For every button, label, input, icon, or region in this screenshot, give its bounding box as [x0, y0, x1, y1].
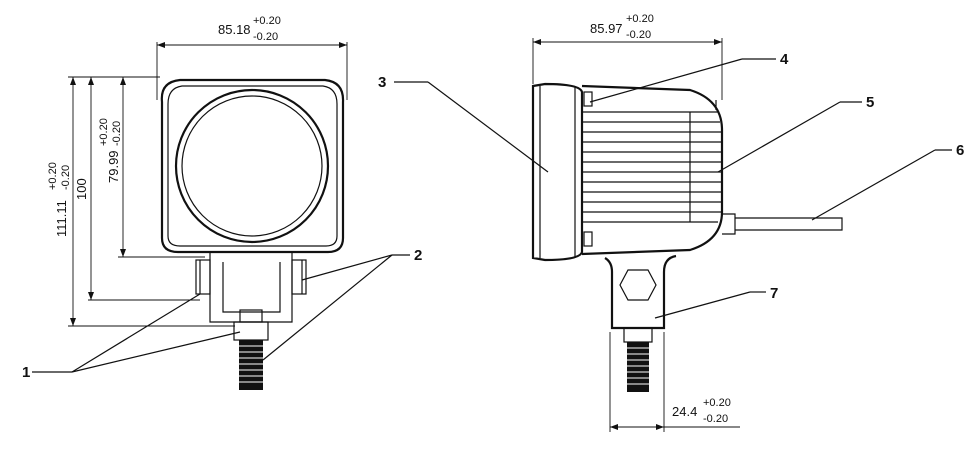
- side-mount-hex: [619, 269, 657, 301]
- side-mount-dimension: [609, 332, 740, 432]
- front-height-mid-value: 100: [74, 178, 89, 200]
- front-width-dimension: [156, 42, 348, 100]
- side-screw-top: [583, 91, 593, 107]
- side-mount-nut: [623, 327, 653, 343]
- front-width-tol-plus: +0.20: [253, 15, 281, 27]
- front-bolt-right: [291, 259, 307, 295]
- callout-3-leader: [394, 81, 549, 173]
- front-threaded-stud: [239, 340, 263, 390]
- callout-2-leader: [262, 254, 410, 361]
- side-screw-bottom: [583, 231, 593, 247]
- callout-7-leader: [654, 291, 766, 319]
- side-mount-tol-minus: -0.20: [703, 413, 728, 425]
- callout-2-label: 2: [414, 247, 422, 264]
- front-height-lens-tol-plus: +0.20: [98, 118, 110, 146]
- front-bracket-inner: [222, 262, 281, 313]
- side-depth-tol-minus: -0.20: [626, 29, 651, 41]
- front-housing: [160, 78, 345, 254]
- front-height-total-tol-plus: +0.20: [47, 162, 59, 190]
- front-height-lens-value: 79.99: [106, 150, 121, 183]
- side-heatsink-body: [581, 84, 724, 256]
- front-width-tol-minus: -0.20: [253, 31, 278, 43]
- callout-3-label: 3: [378, 74, 386, 91]
- front-height-lens-tol-minus: -0.20: [111, 121, 123, 146]
- front-lens-outer: [174, 88, 330, 244]
- side-threaded-stud: [627, 342, 649, 392]
- callout-5-label: 5: [866, 94, 874, 111]
- front-bolt-left: [195, 259, 211, 295]
- side-cable: [722, 213, 736, 235]
- side-mount-tol-plus: +0.20: [703, 397, 731, 409]
- callout-5-leader: [717, 101, 862, 173]
- front-view: 85.18 +0.20 -0.20 111.11 +0.20 -0.20 100…: [22, 15, 422, 390]
- side-depth-value: 85.97: [590, 21, 623, 36]
- side-view: 85.97 +0.20 -0.20 24.4 +0.20 -0.20 3 4: [378, 13, 964, 432]
- front-height-total-tol-minus: -0.20: [60, 165, 72, 190]
- front-bottom-nut: [233, 321, 269, 341]
- side-mount-bracket: [604, 254, 677, 330]
- callout-4-label: 4: [780, 51, 789, 68]
- front-washer: [239, 309, 263, 323]
- callout-1-label: 1: [22, 364, 30, 381]
- front-housing-inner: [167, 85, 338, 247]
- front-height-total-value: 111.11: [54, 200, 69, 237]
- callout-1-leader: [32, 293, 241, 373]
- front-width-value: 85.18: [218, 22, 251, 37]
- front-height-dimensions: [68, 76, 235, 327]
- callout-7-label: 7: [770, 285, 778, 302]
- callout-4-leader: [589, 58, 776, 103]
- side-heatsink-fins: [582, 111, 722, 223]
- side-mount-value: 24.4: [672, 404, 697, 419]
- callout-6-label: 6: [956, 142, 964, 159]
- front-lens-inner: [181, 95, 323, 237]
- callout-6-leader: [811, 149, 952, 221]
- side-depth-dimension: [532, 38, 723, 100]
- side-cable-wire: [735, 217, 843, 231]
- side-depth-tol-plus: +0.20: [626, 13, 654, 25]
- side-bezel: [531, 82, 584, 262]
